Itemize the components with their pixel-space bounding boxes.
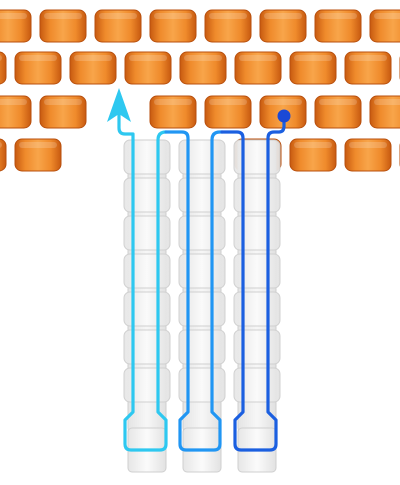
brick-tile <box>259 9 307 43</box>
empty-slot-tile <box>123 177 171 213</box>
brick-tile <box>149 9 197 43</box>
empty-slot-tile <box>123 329 171 365</box>
empty-slot-tile <box>233 329 281 365</box>
brick-tile <box>204 95 252 129</box>
empty-slot-tile <box>123 139 171 175</box>
empty-slot-tile <box>123 367 171 403</box>
empty-slot-tile <box>123 215 171 251</box>
arrow-up-icon <box>107 88 131 122</box>
slot-column <box>233 139 281 473</box>
brick-tile <box>369 95 400 129</box>
brick-tile <box>149 95 197 129</box>
brick-tile <box>344 51 392 85</box>
brick-tile <box>39 95 87 129</box>
brick-tile <box>204 9 252 43</box>
slot-column <box>178 139 226 473</box>
brick-tile <box>0 9 32 43</box>
empty-slot-tile <box>233 177 281 213</box>
brick-tile <box>234 51 282 85</box>
empty-slot-tile <box>123 291 171 327</box>
empty-slot-tile <box>233 139 281 175</box>
brick-tile <box>39 9 87 43</box>
empty-slot-tile <box>233 367 281 403</box>
empty-slot-tile <box>178 215 226 251</box>
route-markers <box>107 88 291 123</box>
brick-tile <box>0 51 7 85</box>
empty-slot-tile <box>178 367 226 403</box>
empty-slot-tile <box>178 329 226 365</box>
brick-tile <box>124 51 172 85</box>
path-blue <box>164 130 224 452</box>
brick-tile <box>14 138 62 172</box>
brick-wall <box>0 9 400 172</box>
empty-slot-tile <box>233 215 281 251</box>
brick-tile <box>289 51 337 85</box>
empty-slots <box>123 139 281 473</box>
brick-tile <box>69 51 117 85</box>
brick-tile <box>0 95 32 129</box>
brick-tile <box>94 9 142 43</box>
empty-slot-tile <box>178 291 226 327</box>
brick-tile <box>179 51 227 85</box>
brick-tile <box>314 9 362 43</box>
empty-slot-tile <box>178 139 226 175</box>
empty-slot-tile <box>233 291 281 327</box>
dot-marker-icon <box>277 109 291 123</box>
route-paths <box>117 106 286 452</box>
empty-slot-tile <box>233 253 281 289</box>
brick-tile <box>0 138 7 172</box>
brick-tile <box>344 138 392 172</box>
brick-tile <box>369 9 400 43</box>
brick-tile <box>14 51 62 85</box>
empty-slot-tile <box>178 177 226 213</box>
brick-tile <box>314 95 362 129</box>
path-darkblue <box>220 116 286 452</box>
path-cyan <box>117 106 168 452</box>
empty-slot-tile <box>178 253 226 289</box>
brick-tile <box>289 138 337 172</box>
empty-slot-tile <box>123 253 171 289</box>
slot-column <box>123 139 171 473</box>
